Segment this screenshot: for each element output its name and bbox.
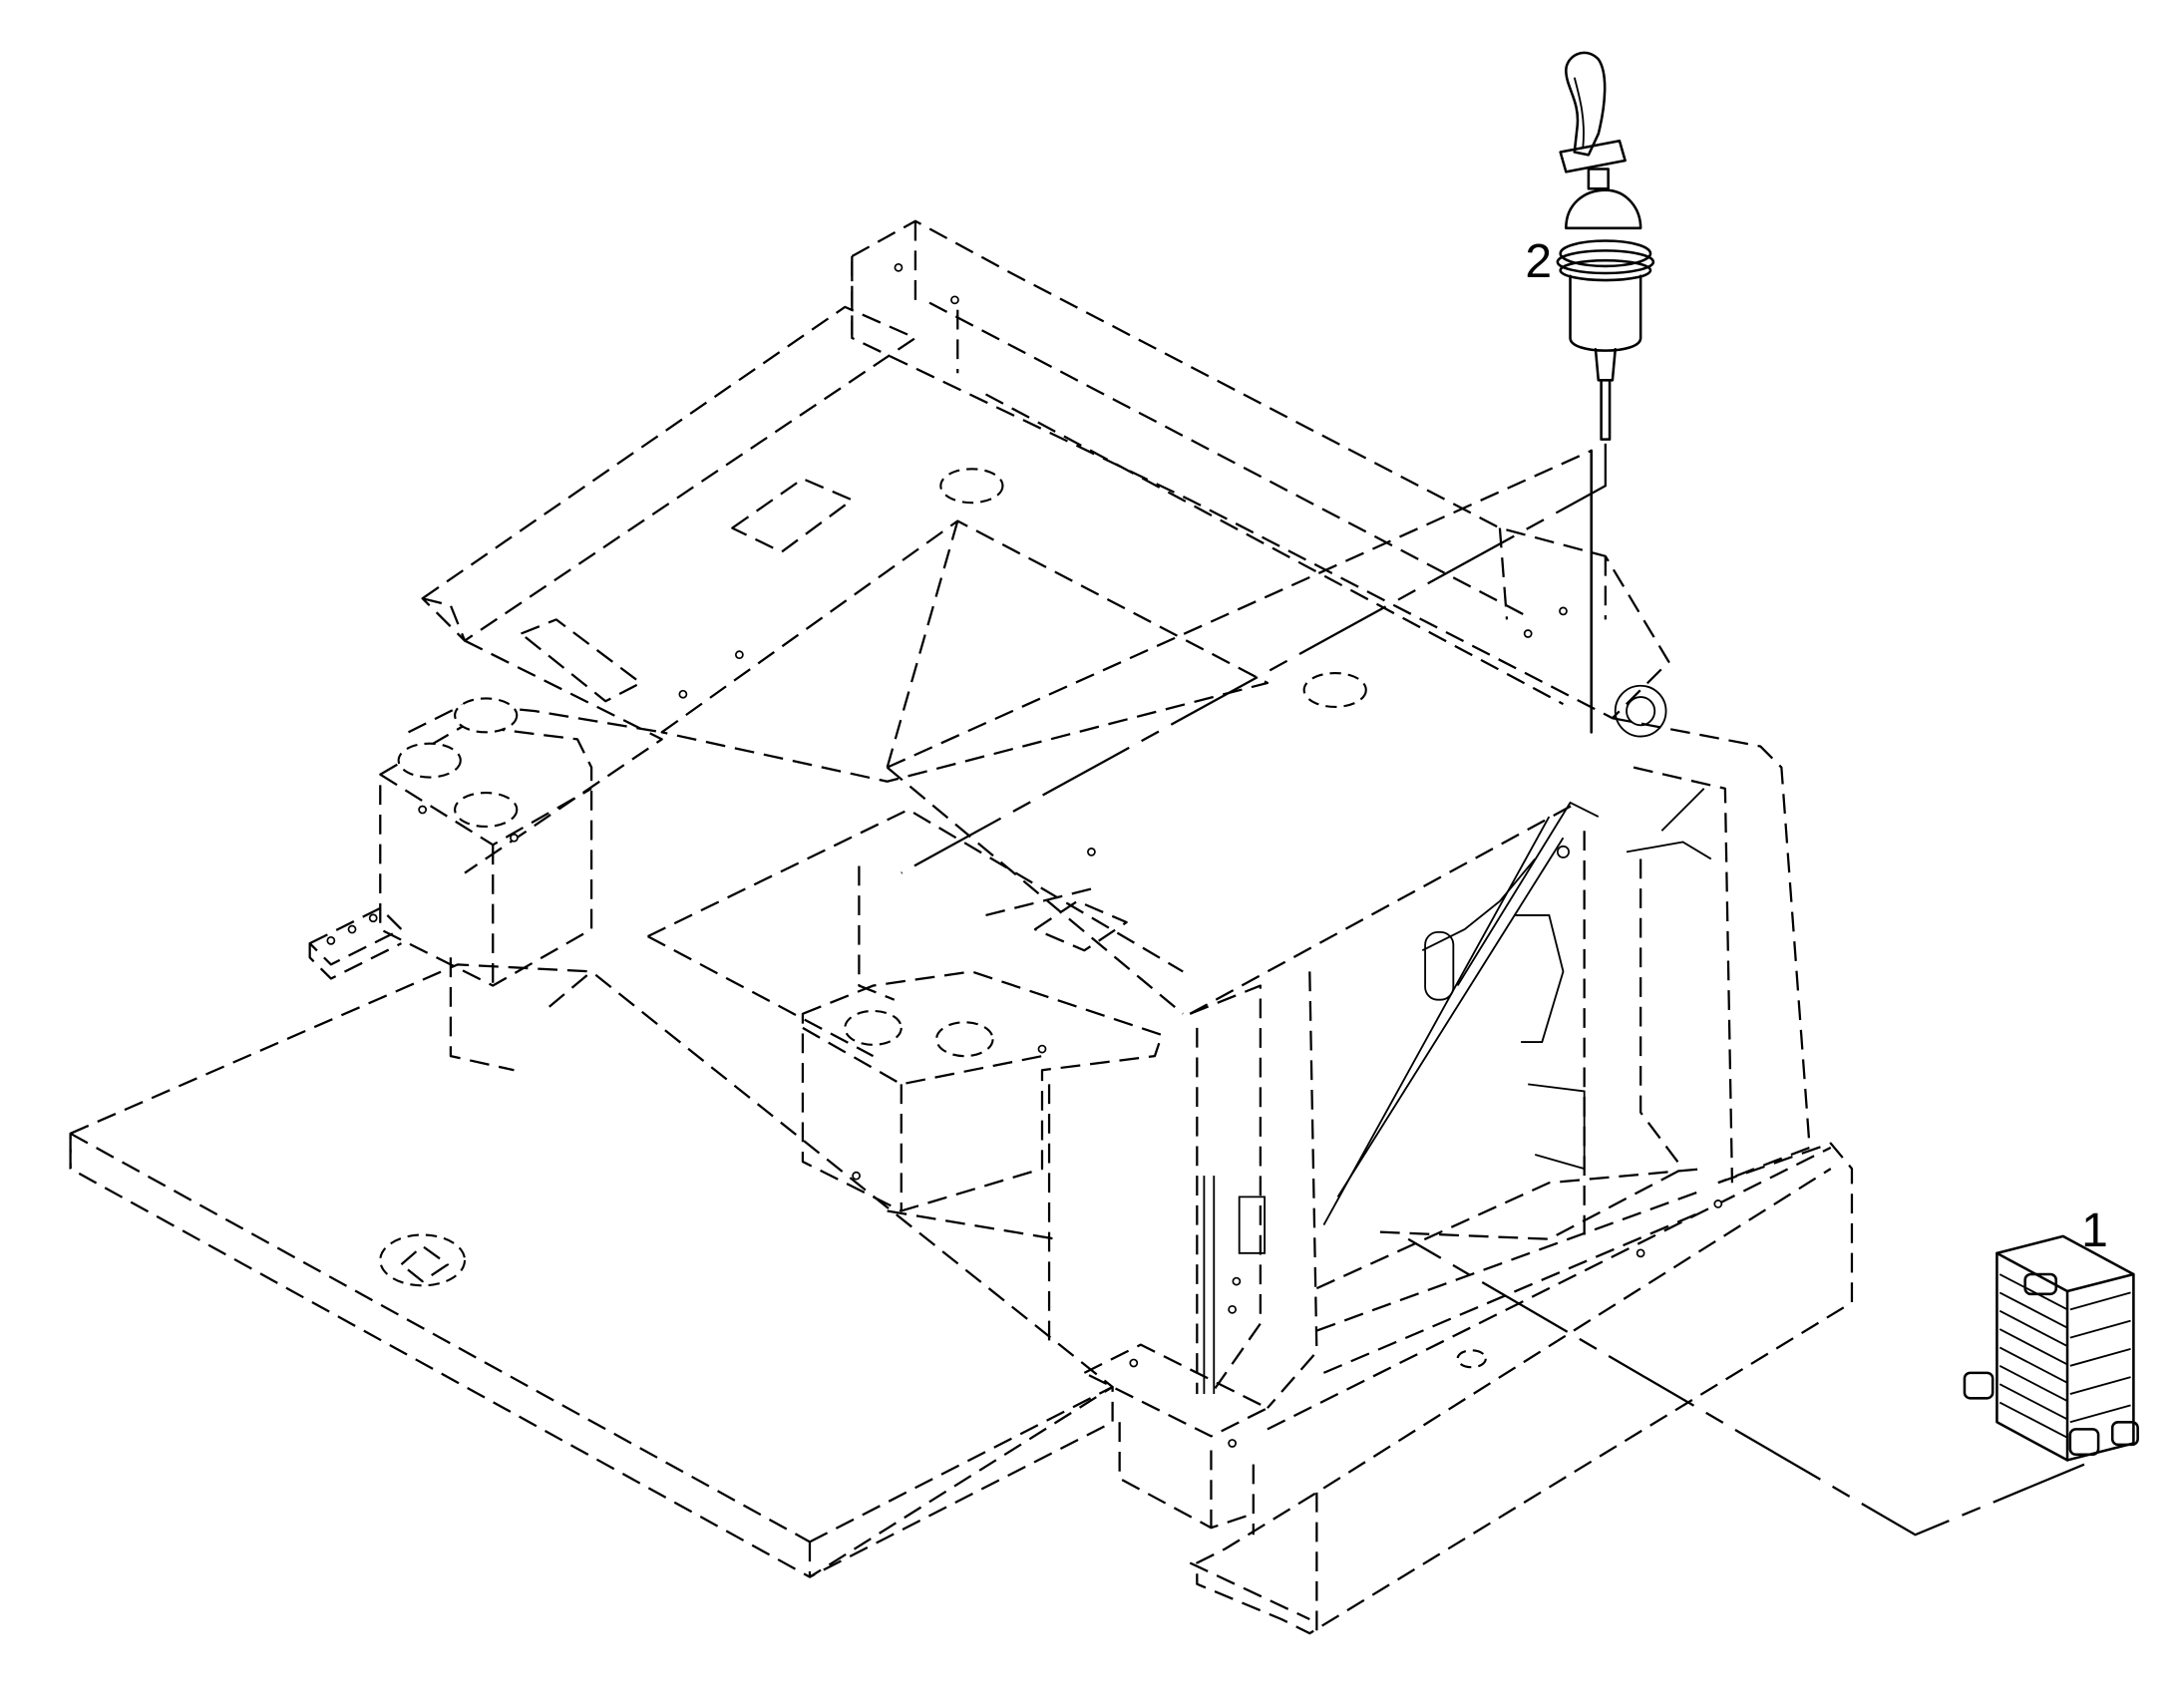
callout-label-1: 1 (2081, 1204, 2108, 1257)
leader-lines (901, 443, 2085, 1537)
callout-label-2: 2 (1525, 235, 1552, 288)
joystick-part-2[interactable] (1556, 51, 1655, 441)
machine-frame-phantom (69, 219, 1854, 1635)
frame-bolt-dots (326, 262, 1723, 1448)
control-unit-part-1[interactable] (1963, 1234, 2139, 1462)
callout-labels: 2 1 (1525, 235, 2108, 1257)
frame-solid-details (1203, 449, 1712, 1395)
frame-holes (379, 468, 1487, 1369)
